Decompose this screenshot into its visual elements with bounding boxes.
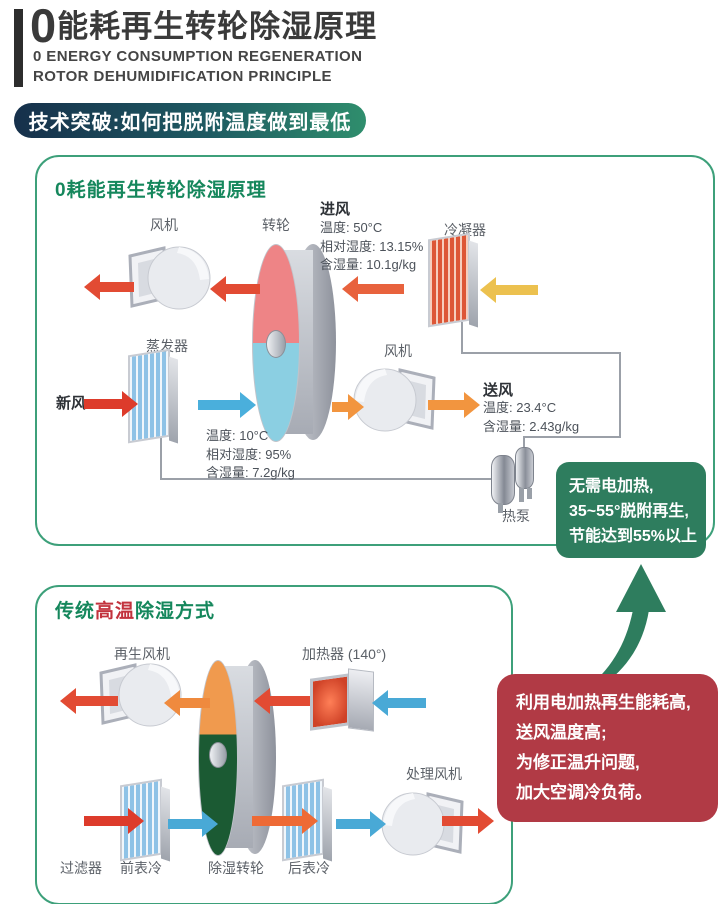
green-note-line: 35~55°脱附再生, [569,503,689,520]
flow-arrow-right [442,808,494,834]
label-filter: 过滤器 [60,860,102,876]
label-heater: 加热器 (140°) [302,646,387,662]
supply-air-title: 送风 [483,382,514,399]
supply-moisture: 含湿量: 2.43g/kg [483,418,580,434]
label-rotor: 转轮 [262,217,290,233]
panel2-title: 传统高温除湿方式 [55,596,215,623]
comparison-arrow-icon [562,564,666,706]
page-subtitle: 0 ENERGY CONSUMPTION REGENERATION ROTOR … [33,47,362,86]
after-evap-rh: 相对湿度: 95% [206,446,292,462]
label-process-fan: 处理风机 [406,766,462,782]
label-fan-top: 风机 [150,217,178,233]
green-note-line: 无需电加热, [569,478,654,495]
flow-arrow-right [252,808,318,834]
inlet-air-data: 温度: 50°C 相对湿度: 13.15% 含湿量: 10.1g/kg [320,219,423,275]
label-post-cooler: 后表冷 [288,860,330,876]
label-heat-pump: 热泵 [502,508,530,524]
supply-air-data: 温度: 23.4°C 含湿量: 2.43g/kg [483,399,579,436]
refrigerant-pipe [523,436,525,454]
flow-arrow-left [254,688,310,714]
fan-icon [353,368,436,432]
inlet-rh: 相对湿度: 13.15% [320,238,424,254]
flow-arrow-right [168,811,218,837]
refrigerant-pipe [461,322,463,354]
flow-arrow-left [210,276,260,302]
panel1-title: 0耗能再生转轮除湿原理 [55,180,267,201]
label-fan-mid: 风机 [384,343,412,359]
inlet-temp: 温度: 50°C [320,220,383,235]
after-evap-moisture: 含湿量: 7.2g/kg [206,465,295,480]
panel2-title-part2: 高温 [95,601,136,622]
refrigerant-pipe [619,352,621,438]
subtitle-line-2: ROTOR DEHUMIDIFICATION PRINCIPLE [33,67,332,85]
title-zh: 能耗再生转轮除湿原理 [57,9,378,44]
tech-breakthrough-badge: 技术突破:如何把脱附温度做到最低 [14,103,366,138]
title-accent-bar [14,9,23,87]
flow-arrow-left [60,688,118,714]
rotor-icon [252,244,336,442]
after-evap-temp: 温度: 10°C [206,428,269,443]
flow-arrow-left [84,274,134,300]
flow-arrow-right [84,391,138,417]
label-fresh-air: 新风 [56,395,87,412]
flow-arrow-right [332,394,364,420]
flow-arrow-right [84,808,144,834]
label-pre-cooler: 前表冷 [120,860,162,876]
flow-arrow-right [336,811,386,837]
label-regen-fan: 再生风机 [114,646,170,662]
refrigerant-pipe [461,352,621,354]
red-note-line: 为修正温升问题, [516,753,640,772]
after-evaporator-data: 温度: 10°C 相对湿度: 95% 含湿量: 7.2g/kg [206,427,295,483]
panel2-title-part1: 传统 [55,601,96,622]
red-note-line: 利用电加热再生能耗高, [516,693,691,712]
condenser-icon [428,232,484,328]
page-title: 0能耗再生转轮除湿原理 [30,0,377,53]
label-dehumid-rotor: 除湿转轮 [208,860,264,876]
title-zero: 0 [30,0,58,52]
refrigerant-pipe [523,436,621,438]
inlet-moisture: 含湿量: 10.1g/kg [320,257,417,272]
heater-icon [310,664,376,740]
heat-pump-icon [489,447,537,515]
subtitle-line-1: 0 ENERGY CONSUMPTION REGENERATION [33,48,363,65]
flow-arrow-left [480,277,538,303]
flow-arrow-left [342,276,404,302]
fan-icon [128,246,211,310]
panel2-title-part3: 除湿方式 [135,601,216,622]
flow-arrow-left [164,690,210,716]
red-note-line: 加大空调冷负荷。 [516,783,652,802]
refrigerant-pipe [160,478,498,480]
high-energy-note: 利用电加热再生能耗高, 送风温度高; 为修正温升问题, 加大空调冷负荷。 [497,674,718,822]
supply-temp: 温度: 23.4°C [483,400,557,415]
red-note-line: 送风温度高; [516,723,607,742]
flow-arrow-right [428,392,480,418]
inlet-air-title: 进风 [320,201,351,218]
no-heating-note: 无需电加热, 35~55°脱附再生, 节能达到55%以上 [556,462,706,558]
refrigerant-pipe [160,438,162,480]
green-note-line: 节能达到55%以上 [569,528,698,545]
flow-arrow-right [198,392,256,418]
flow-arrow-left [372,690,426,716]
